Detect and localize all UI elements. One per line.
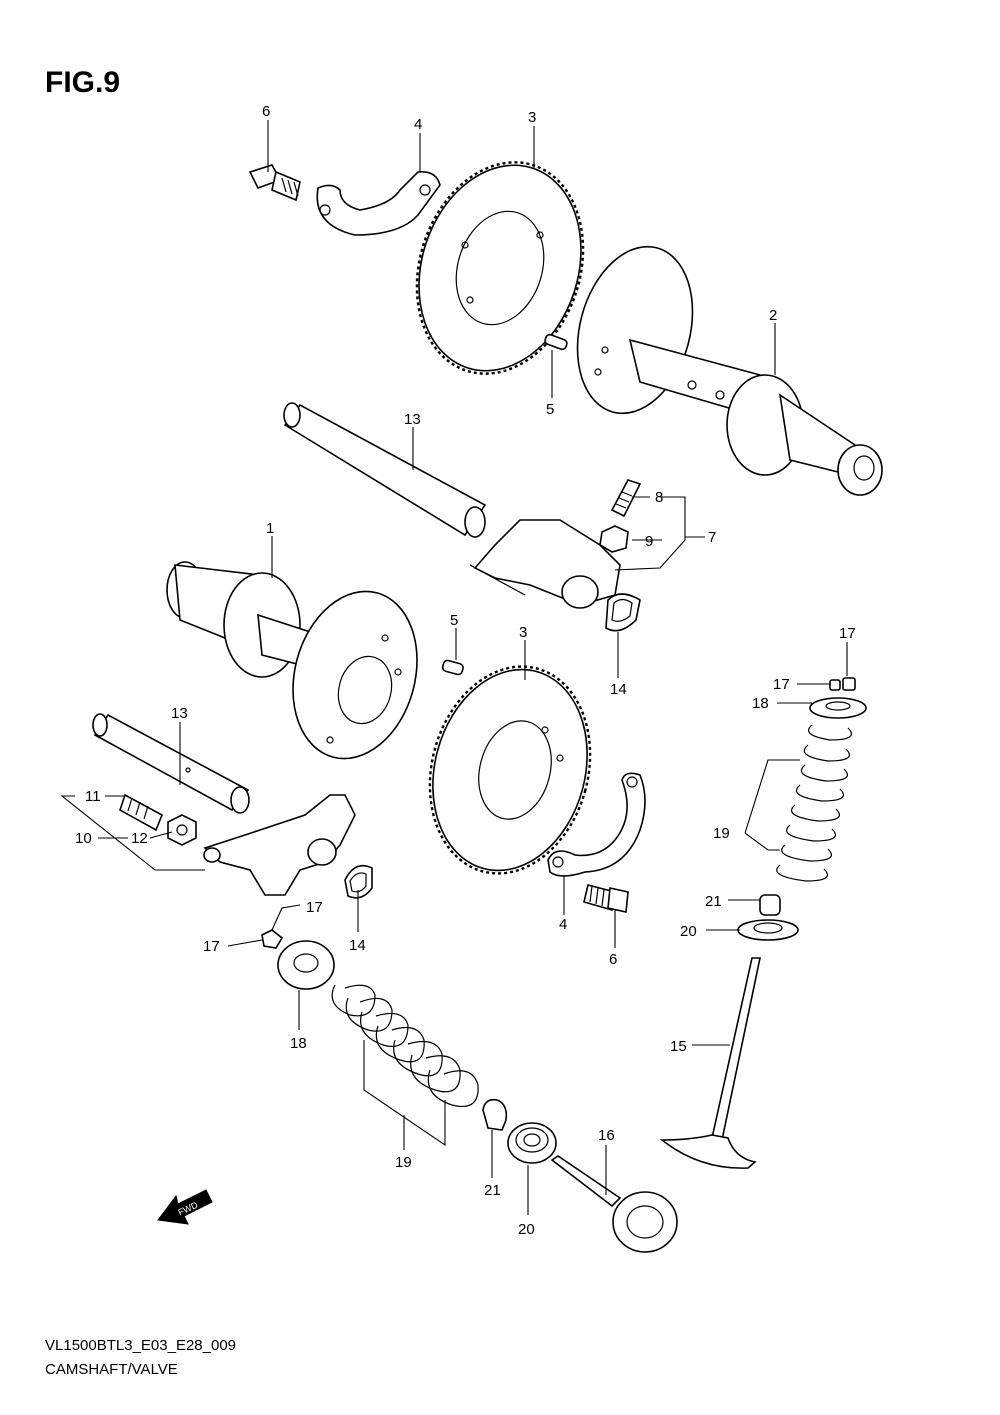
dowel-pin-5-upper [544,333,568,351]
valve-16-lower [550,1155,678,1253]
lock-nut-12 [167,814,197,846]
callout-5: 5 [450,612,458,629]
callout-18: 18 [290,1035,307,1052]
valve-spring-19-right [776,724,852,882]
callout-13: 13 [404,411,421,428]
valve-stem-seal-21-right [759,894,781,916]
callout-4: 4 [559,916,567,933]
bolt-6-lower [583,884,629,913]
camshaft-2-upper [576,245,883,496]
bolt-6-upper [248,164,301,202]
callout-13: 13 [171,705,188,722]
callout-11: 11 [85,788,101,805]
callout-15: 15 [670,1038,687,1055]
callout-2: 2 [769,307,777,324]
callout-6: 6 [262,103,270,120]
spring-seat-20-lower [507,1122,557,1164]
callout-9: 9 [645,533,653,550]
adjusting-screw-8 [610,479,642,518]
forward-direction-marker: FWD [157,1189,213,1225]
callout-17: 17 [203,938,220,955]
camshaft-1-lower [166,561,418,760]
callout-21: 21 [705,893,722,910]
valve-spring-19-lower [331,984,479,1107]
cap-17-lower [261,929,284,949]
callout-3: 3 [519,624,527,641]
callout-17: 17 [773,676,790,693]
callout-6: 6 [609,951,617,968]
callout-labels: 6 4 3 2 5 13 8 9 7 1 5 3 14 17 17 18 13 … [75,103,856,1238]
valve-15-right [659,957,761,1169]
callout-8: 8 [655,489,663,506]
cap-17-right [829,677,856,691]
leader-lines [60,120,848,1215]
rocker-shaft-13-lower [92,713,250,814]
adjusting-screw-11 [119,793,164,832]
cam-sprocket-3-upper [415,161,585,375]
callout-17: 17 [306,899,323,916]
cam-chain-guide-plate-4-lower [547,772,646,877]
rocker-arm-7-upper [469,519,621,609]
gasket-14-upper [605,593,641,632]
callout-20: 20 [518,1221,535,1238]
callout-17: 17 [839,625,856,642]
callout-12: 12 [131,830,148,847]
callout-1: 1 [266,520,274,537]
model-code: VL1500BTL3_E03_E28_009 [45,1337,236,1354]
rocker-shaft-13-upper [283,402,487,538]
callout-19: 19 [395,1154,412,1171]
callout-14: 14 [349,937,366,954]
callout-16: 16 [598,1127,615,1144]
dowel-pin-5-lower [441,659,464,676]
cam-chain-guide-plate-4-upper [316,170,441,236]
figure-caption: CAMSHAFT/VALVE [45,1361,178,1378]
figure-title: FIG.9 [45,66,120,99]
callout-3: 3 [528,109,536,126]
valve-stem-seal-21-lower [482,1098,508,1131]
cam-sprocket-3-lower [428,665,592,875]
spring-retainer-18-right [809,697,867,719]
gasket-14-lower [344,864,373,899]
callout-10: 10 [75,830,92,847]
callout-20: 20 [680,923,697,940]
callout-5: 5 [546,401,554,418]
callout-18: 18 [752,695,769,712]
callout-7: 7 [708,529,716,546]
callout-19: 19 [713,825,730,842]
callout-21: 21 [484,1182,501,1199]
spring-retainer-18-lower [277,940,335,990]
spring-seat-20-right [737,919,799,941]
lock-nut-9 [599,525,629,553]
rocker-arm-10-lower [203,794,356,896]
callout-14: 14 [610,681,627,698]
callout-4: 4 [414,116,422,133]
